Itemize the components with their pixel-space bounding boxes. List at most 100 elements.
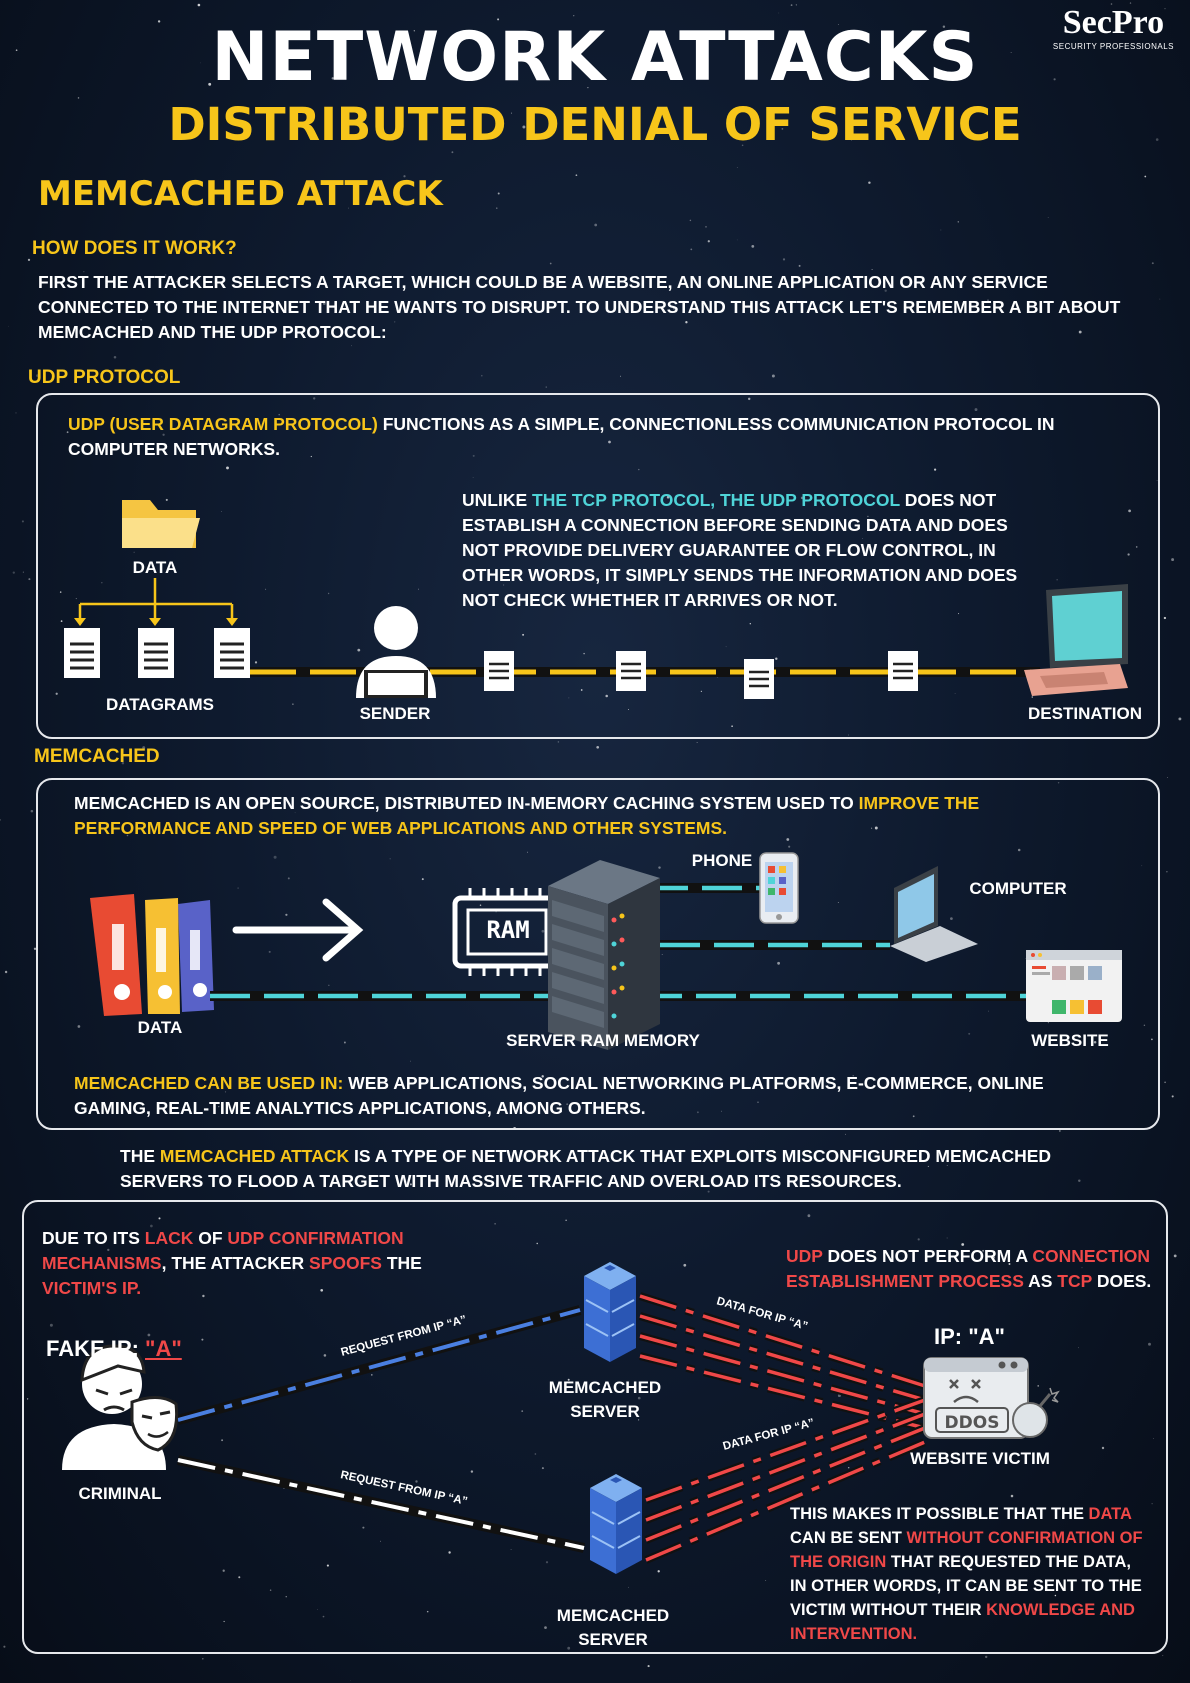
request-label-1: REQUEST FROM IP “A” xyxy=(340,1314,468,1359)
star xyxy=(91,1482,93,1484)
how-label: HOW DOES IT WORK? xyxy=(32,238,237,259)
star xyxy=(27,258,31,262)
star xyxy=(287,877,290,880)
star xyxy=(36,374,39,377)
star xyxy=(786,838,790,841)
star xyxy=(637,1396,641,1400)
star xyxy=(659,39,661,42)
star xyxy=(867,515,869,518)
star xyxy=(851,139,852,141)
star xyxy=(1173,1254,1177,1258)
star xyxy=(696,741,698,743)
star xyxy=(223,1620,225,1623)
memcached-server-label-1: MEMCACHED SERVER xyxy=(548,1378,662,1421)
star xyxy=(567,1646,571,1650)
star xyxy=(521,1410,524,1412)
star xyxy=(155,303,159,306)
criminal-label: CRIMINAL xyxy=(78,1484,162,1503)
star xyxy=(1171,1095,1174,1098)
star xyxy=(1078,330,1082,334)
star xyxy=(847,1466,850,1469)
star xyxy=(133,551,135,553)
spoof-run: DUE TO ITS xyxy=(42,1228,145,1248)
memcached-panel xyxy=(36,778,1160,1130)
star xyxy=(237,887,239,889)
star xyxy=(165,498,168,501)
star xyxy=(992,1154,995,1158)
star xyxy=(650,555,652,557)
star xyxy=(113,356,117,359)
star xyxy=(389,858,391,860)
star xyxy=(739,427,742,430)
star xyxy=(590,1181,594,1185)
page-title: NETWORK ATTACKS xyxy=(211,18,979,97)
star xyxy=(1162,1654,1164,1657)
star xyxy=(101,582,103,584)
star xyxy=(725,646,727,648)
star xyxy=(328,984,330,986)
star xyxy=(666,495,670,499)
star xyxy=(1164,1081,1166,1084)
star xyxy=(705,226,707,228)
star xyxy=(1054,1594,1057,1597)
star xyxy=(503,584,505,586)
star xyxy=(1093,1040,1097,1044)
how-text: FIRST THE ATTACKER SELECTS A TARGET, WHI… xyxy=(38,272,1121,342)
memcached-description: MEMCACHED IS AN OPEN SOURCE, DISTRIBUTED… xyxy=(74,791,1084,841)
star xyxy=(1008,1263,1011,1265)
star xyxy=(557,741,560,743)
spoof-run: UDP CONFIRMATION MECHANISMS xyxy=(42,1228,404,1273)
star xyxy=(67,337,69,339)
star xyxy=(4,970,8,974)
folder-icon xyxy=(122,500,200,548)
star xyxy=(541,929,545,933)
star xyxy=(1101,1446,1105,1450)
memcached-server-label-2: MEMCACHED SERVER xyxy=(556,1606,670,1649)
star xyxy=(497,18,500,21)
star xyxy=(201,1338,204,1341)
star xyxy=(862,538,863,539)
spoof-text: DUE TO ITS LACK OF UDP CONFIRMATION MECH… xyxy=(42,1226,442,1301)
star xyxy=(511,112,513,114)
logo-name: SecPro xyxy=(1062,4,1165,41)
star xyxy=(747,397,751,401)
attack-intro-pre: THE xyxy=(120,1146,160,1166)
star xyxy=(357,648,361,652)
star xyxy=(90,183,92,185)
website-label: WEBSITE xyxy=(1031,1031,1109,1050)
star xyxy=(788,845,791,848)
star xyxy=(837,901,839,903)
sender-label: SENDER xyxy=(359,704,431,723)
star xyxy=(672,306,676,310)
star xyxy=(285,1596,287,1598)
star xyxy=(1167,777,1168,778)
star xyxy=(55,692,58,695)
star xyxy=(638,468,640,471)
website-victim-label: WEBSITE VICTIM xyxy=(910,1449,1050,1468)
star xyxy=(1127,553,1130,556)
attack-intro-highlight: MEMCACHED ATTACK xyxy=(159,1146,350,1166)
star xyxy=(370,1374,373,1376)
star xyxy=(222,1569,225,1572)
page-subtitle: DISTRIBUTED DENIAL OF SERVICE xyxy=(168,98,1022,151)
star xyxy=(575,174,578,177)
star xyxy=(481,374,483,377)
star xyxy=(1057,782,1060,784)
star xyxy=(77,97,80,99)
star xyxy=(974,408,978,412)
star xyxy=(96,241,98,243)
star xyxy=(285,913,288,916)
star xyxy=(917,1238,920,1241)
star xyxy=(638,1419,640,1421)
star xyxy=(142,746,146,750)
star xyxy=(403,175,406,178)
star xyxy=(214,285,218,289)
star xyxy=(1151,1503,1153,1505)
star xyxy=(992,1256,996,1259)
star xyxy=(736,239,738,241)
star xyxy=(218,1106,220,1108)
star xyxy=(165,274,167,276)
datagram-icon-1 xyxy=(64,628,100,678)
